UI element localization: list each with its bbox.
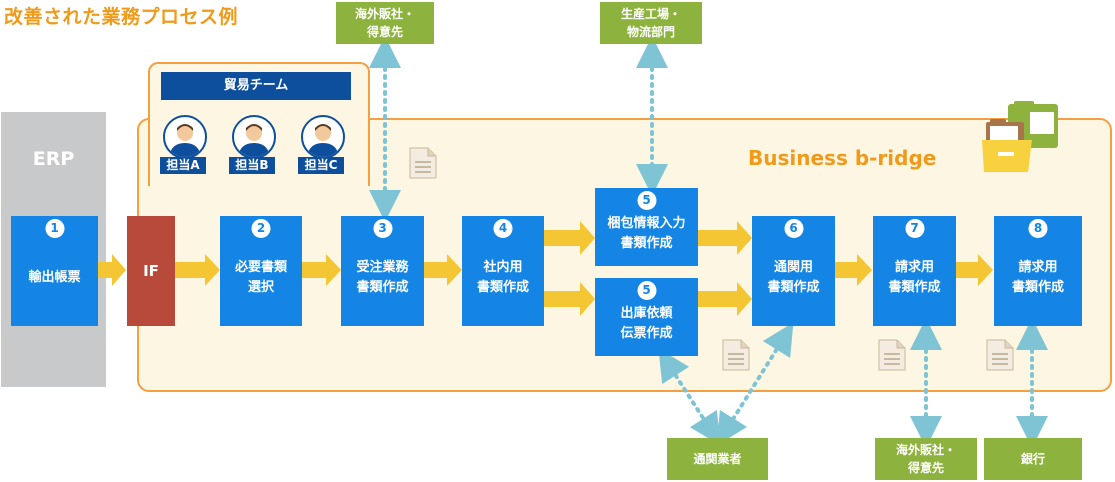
arrow-icon xyxy=(544,282,595,316)
step-label: 請求用 書類作成 xyxy=(888,260,941,295)
step-5-packing: 5 梱包情報入力 書類作成 xyxy=(595,188,698,266)
step-label: 請求用 書類作成 xyxy=(1011,260,1064,295)
arrow-icon xyxy=(835,254,872,286)
folder-icon xyxy=(982,101,1058,172)
step-1: 1 輸出帳票 xyxy=(11,216,98,326)
step-number: 8 xyxy=(1028,219,1048,238)
step-number: 3 xyxy=(373,219,392,238)
step-number: 5 xyxy=(637,191,656,210)
external-overseas-bottom: 海外販社・ 得意先 xyxy=(875,438,977,480)
step-label: 梱包情報入力 書類作成 xyxy=(607,216,686,251)
member-label-b: 担当B xyxy=(229,157,275,174)
page-title: 改善された業務プロセス例 xyxy=(4,6,239,28)
step-label: 社内用 書類作成 xyxy=(476,260,529,295)
step-4: 4 社内用 書類作成 xyxy=(462,216,544,326)
arrow-icon xyxy=(956,254,993,286)
link-customs-right xyxy=(716,322,794,446)
step-label: 通関用 書類作成 xyxy=(767,260,820,295)
step-number: 7 xyxy=(905,219,924,238)
arrow-icon xyxy=(698,282,752,316)
step-number: 4 xyxy=(493,219,513,238)
step-number: 6 xyxy=(784,219,803,238)
interface-box: IF xyxy=(127,216,175,326)
external-overseas-top: 海外販社・ 得意先 xyxy=(336,2,434,44)
document-icon xyxy=(878,339,906,371)
external-customs: 通関業者 xyxy=(667,438,768,480)
arrow-icon xyxy=(175,254,220,286)
step-label: 必要書類 選択 xyxy=(234,260,287,295)
member-label-c: 担当C xyxy=(298,157,344,174)
step-label: 輸出帳票 xyxy=(28,270,81,285)
arrow-icon xyxy=(98,254,126,286)
step-label: 受注業務 書類作成 xyxy=(356,260,409,295)
team-title: 貿易チーム xyxy=(161,72,351,100)
step-6: 6 通関用 書類作成 xyxy=(752,216,835,326)
step-5-shipping: 5 出庫依頼 伝票作成 xyxy=(595,278,698,356)
external-factory: 生産工場・ 物流部門 xyxy=(600,2,702,44)
erp-label: ERP xyxy=(32,148,75,170)
document-icon xyxy=(409,147,437,179)
document-icon xyxy=(986,339,1014,371)
link-customs-left xyxy=(658,348,721,446)
step-number: 2 xyxy=(251,219,271,238)
external-bank: 銀行 xyxy=(984,438,1082,480)
arrow-icon xyxy=(302,254,341,286)
step-label: 出庫依頼 伝票作成 xyxy=(620,306,673,341)
step-3: 3 受注業務 書類作成 xyxy=(341,216,424,326)
step-number: 1 xyxy=(45,219,64,238)
document-icon xyxy=(722,339,750,371)
member-label-a: 担当A xyxy=(160,157,206,174)
step-number: 5 xyxy=(637,281,656,300)
platform-label: Business b-ridge xyxy=(748,146,937,170)
step-2: 2 必要書類 選択 xyxy=(220,216,302,326)
arrow-icon xyxy=(424,254,462,286)
arrow-icon xyxy=(544,221,595,255)
step-8: 8 請求用 書類作成 xyxy=(994,216,1082,326)
step-7: 7 請求用 書類作成 xyxy=(873,216,956,326)
arrow-icon xyxy=(698,221,752,255)
